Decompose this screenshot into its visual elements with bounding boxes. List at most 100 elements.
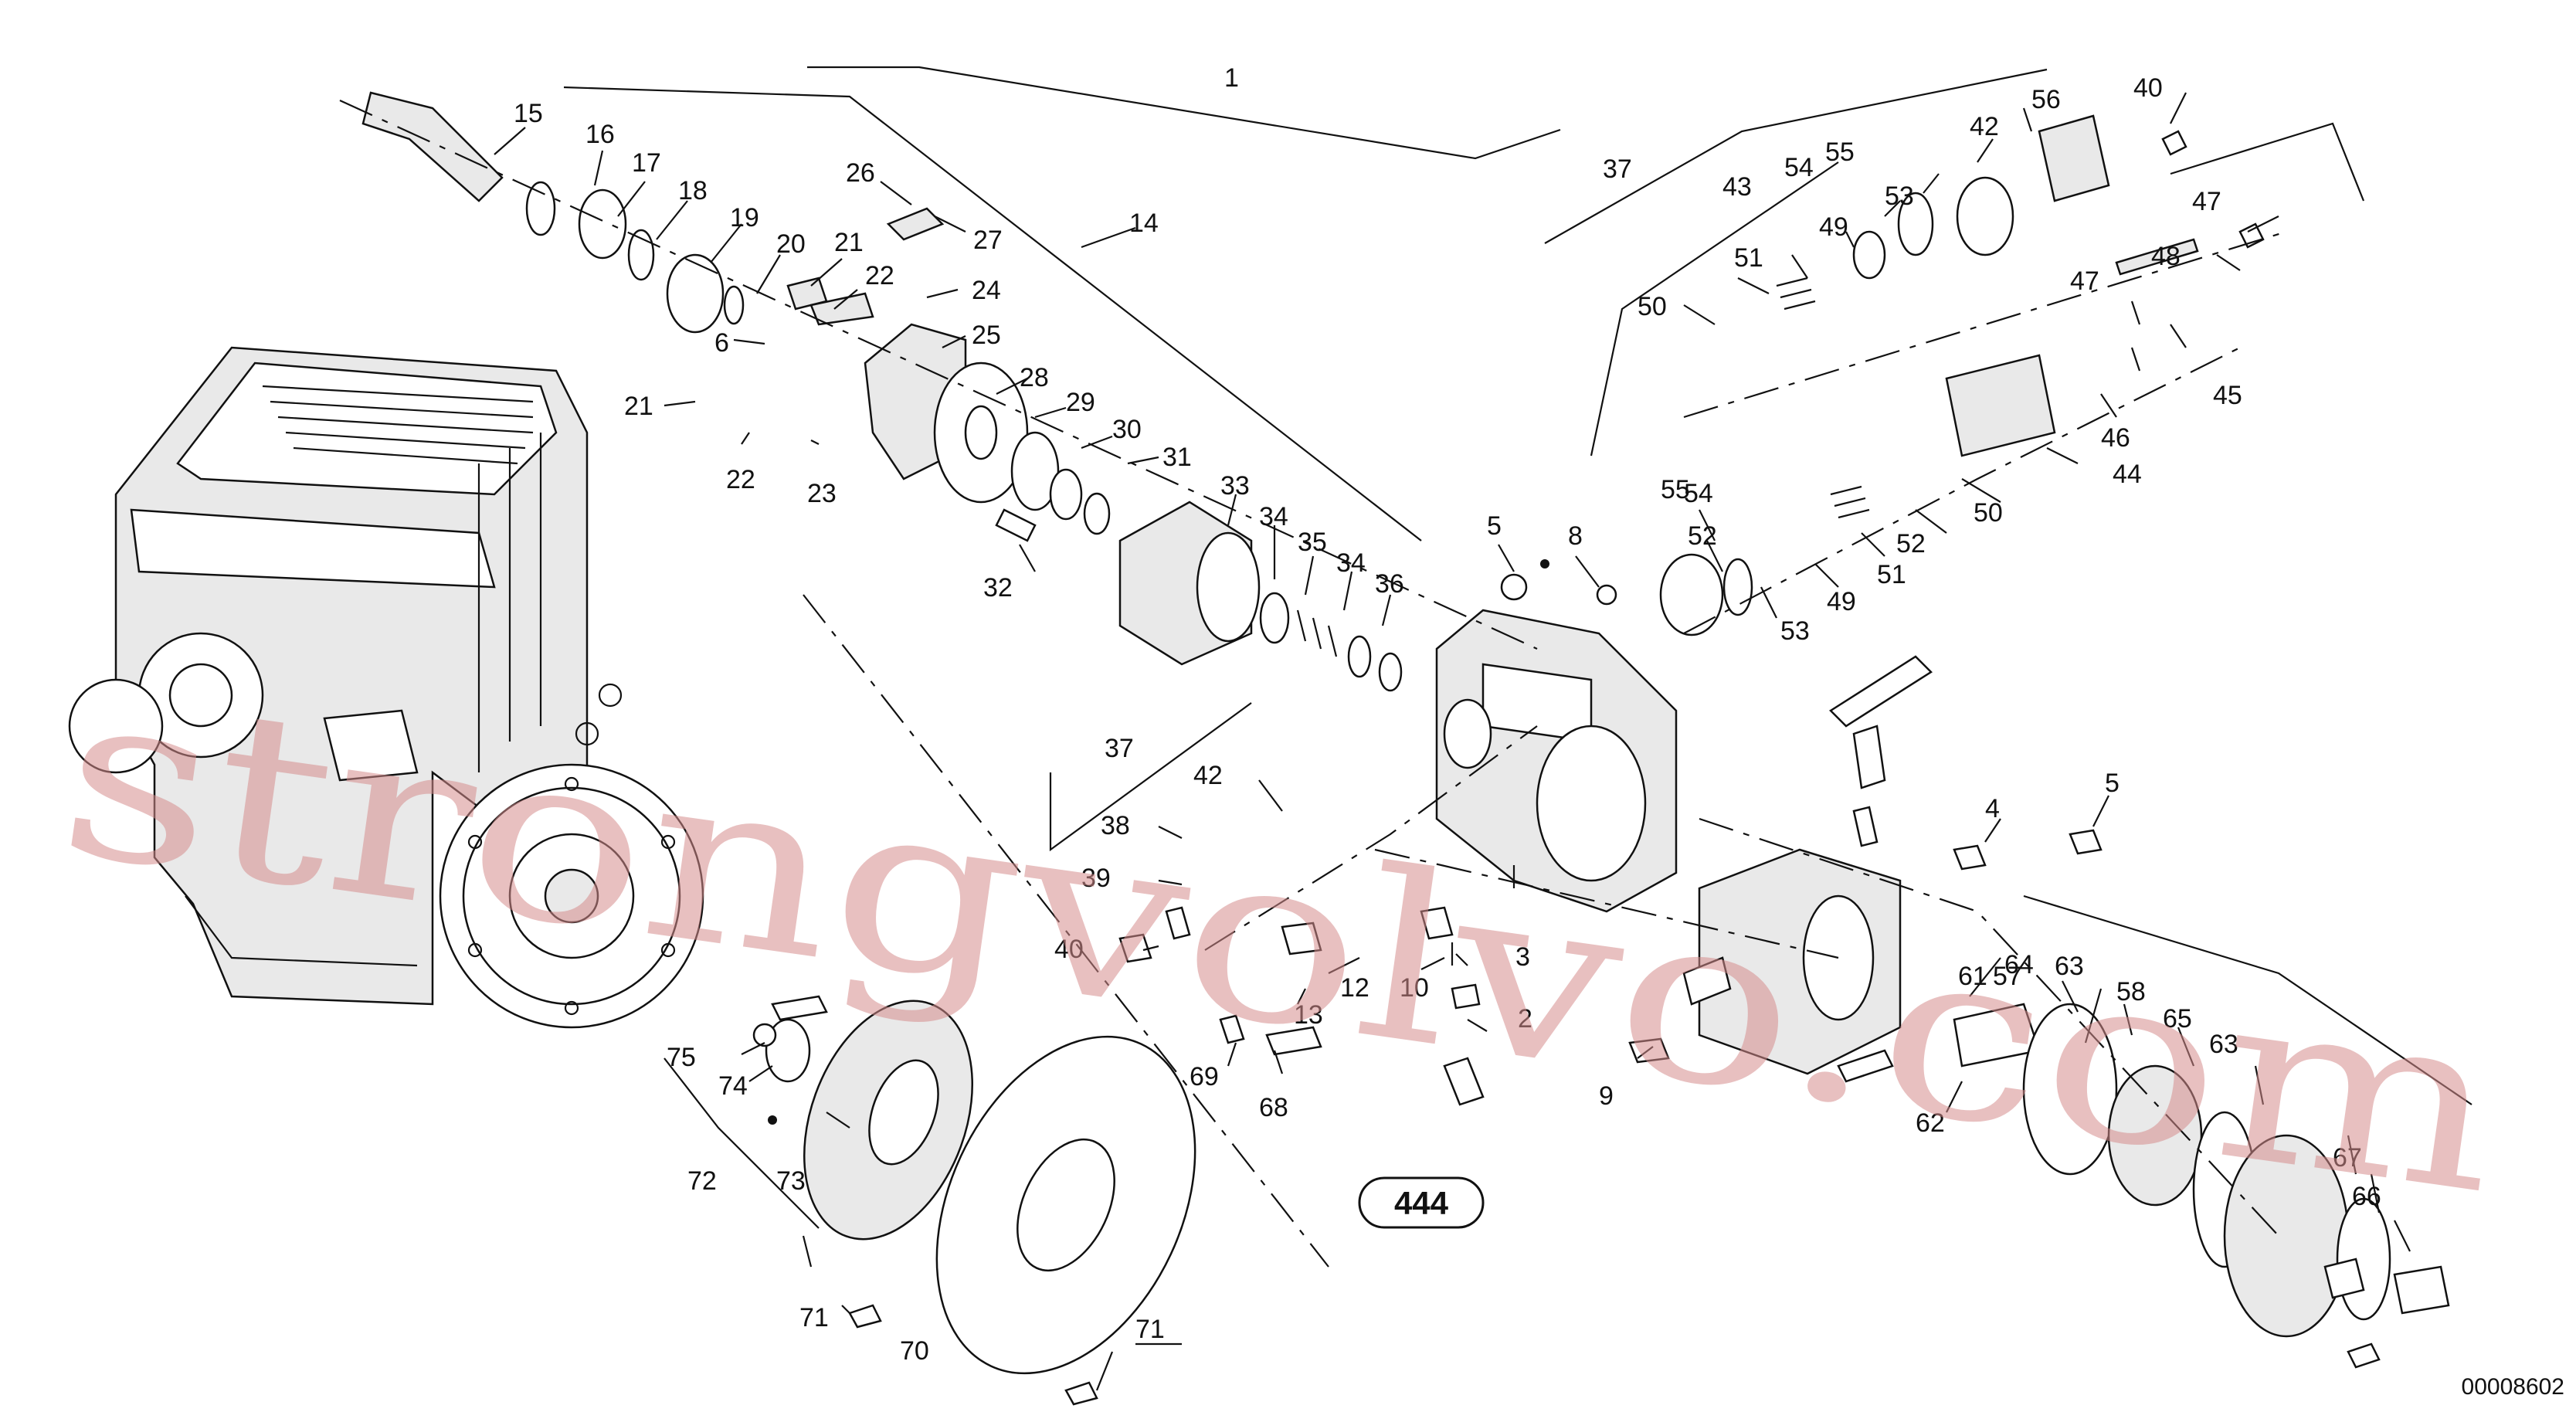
cylinder-block-illustration: [1118, 501, 1403, 692]
group-brackets: [563, 66, 2472, 1229]
callout: 1: [1224, 63, 1239, 93]
callout: 63: [2055, 952, 2084, 981]
callout: 6: [714, 328, 729, 358]
callout-labels: 1 2 3 4 5 5 6 8 9 10 12 13 14 15 16 17 1…: [514, 63, 2381, 1366]
callout: 51: [1877, 560, 1906, 589]
callout: 51: [1734, 243, 1763, 273]
callout: 20: [776, 229, 806, 259]
callout: 2: [1518, 1004, 1532, 1034]
callout: 49: [1819, 212, 1848, 242]
callout: 52: [1896, 529, 1926, 558]
callout: 42: [1193, 761, 1223, 790]
callout: 44: [2113, 460, 2142, 489]
callout: 70: [900, 1336, 929, 1366]
callout: 21: [624, 392, 653, 421]
hardware-illustration: [771, 130, 2381, 1406]
callout: 55: [1661, 475, 1690, 504]
callout: 49: [1827, 587, 1856, 616]
regulator-illustration: [1659, 114, 2199, 636]
gear-pump-illustration: [1953, 1003, 2450, 1338]
callout: 25: [972, 321, 1001, 350]
callout: 43: [1722, 172, 1752, 202]
callout: 24: [972, 276, 1001, 305]
callout: 36: [1375, 569, 1404, 599]
callout: 42: [1970, 112, 1999, 141]
callout: 58: [2116, 977, 2146, 1006]
callout: 53: [1885, 182, 1914, 211]
callout: 65: [2163, 1004, 2192, 1034]
callout: 50: [1638, 292, 1667, 321]
callout: 71: [799, 1303, 829, 1332]
callout: 31: [1162, 443, 1192, 472]
callout: 34: [1336, 548, 1366, 578]
callout: 55: [1825, 137, 1855, 167]
engine-block-illustration: [68, 346, 623, 1006]
callout: 52: [1688, 521, 1717, 551]
callout: 10: [1400, 973, 1429, 1003]
callout: 73: [776, 1166, 806, 1196]
callout: 75: [667, 1043, 696, 1072]
callout: 45: [2213, 381, 2242, 410]
watermark-text: strongvolvo.com: [46, 637, 2517, 1246]
callout: 33: [1220, 471, 1250, 501]
callout: 47: [2070, 266, 2099, 296]
callout: 67: [2333, 1143, 2362, 1173]
callout: 54: [1684, 479, 1713, 508]
callout: 16: [585, 120, 615, 149]
callout: 64: [2004, 950, 2034, 979]
callout: 12: [1340, 973, 1369, 1003]
callout: 14: [1129, 209, 1159, 238]
callout: 22: [726, 465, 755, 494]
leader-lines: [494, 92, 2411, 1391]
callout: 68: [1259, 1093, 1288, 1122]
callout: 66: [2352, 1182, 2381, 1211]
callout: 54: [1784, 153, 1814, 182]
callout: 18: [678, 176, 708, 205]
callout: 57: [1993, 962, 2022, 991]
callout: 69: [1190, 1062, 1219, 1091]
drive-shaft-illustration: [361, 91, 874, 334]
callout: 53: [1780, 616, 1810, 646]
callout: 27: [973, 226, 1003, 255]
callout: 15: [514, 99, 543, 128]
marker-dot: [1540, 559, 1549, 569]
callout: 62: [1916, 1108, 1945, 1138]
callout: 32: [983, 573, 1013, 602]
callout: 5: [2105, 769, 2120, 798]
callout: 21: [834, 228, 864, 257]
callout: 30: [1112, 415, 1142, 444]
callout: 50: [1974, 498, 2003, 528]
callout: 37: [1105, 734, 1134, 763]
callout: 48: [2151, 242, 2181, 271]
callout: 9: [1599, 1081, 1614, 1111]
swash-plate-illustration: [864, 207, 1111, 542]
callout: 5: [1487, 511, 1502, 541]
callout: 38: [1101, 811, 1130, 840]
callout: 39: [1081, 864, 1111, 893]
callout: 13: [1294, 1000, 1323, 1030]
callout: 47: [2192, 187, 2221, 216]
callout: 17: [632, 148, 661, 178]
callout: 26: [846, 158, 875, 188]
callout: 23: [807, 479, 837, 508]
coupling-illustration: [752, 1000, 1196, 1375]
callout: 56: [2031, 85, 2061, 114]
callout: 29: [1066, 388, 1095, 417]
callout: 8: [1568, 521, 1583, 551]
callout: 40: [1054, 935, 1084, 964]
marker-dot: [768, 1115, 777, 1125]
drawing-reference-code: 00008602: [2462, 1374, 2564, 1400]
flywheel-illustration: [439, 763, 704, 1029]
callout: 74: [718, 1071, 748, 1101]
callout: 37: [1603, 154, 1632, 184]
callout: 22: [865, 261, 894, 290]
callout: 3: [1515, 942, 1530, 972]
pump-housing-illustration: [1435, 573, 1678, 913]
callout: 34: [1259, 502, 1288, 531]
callout: 63: [2209, 1030, 2238, 1059]
callout: 61: [1958, 962, 1987, 991]
callout: 72: [687, 1166, 717, 1196]
callout: 46: [2101, 423, 2130, 453]
callout: 35: [1298, 528, 1327, 557]
